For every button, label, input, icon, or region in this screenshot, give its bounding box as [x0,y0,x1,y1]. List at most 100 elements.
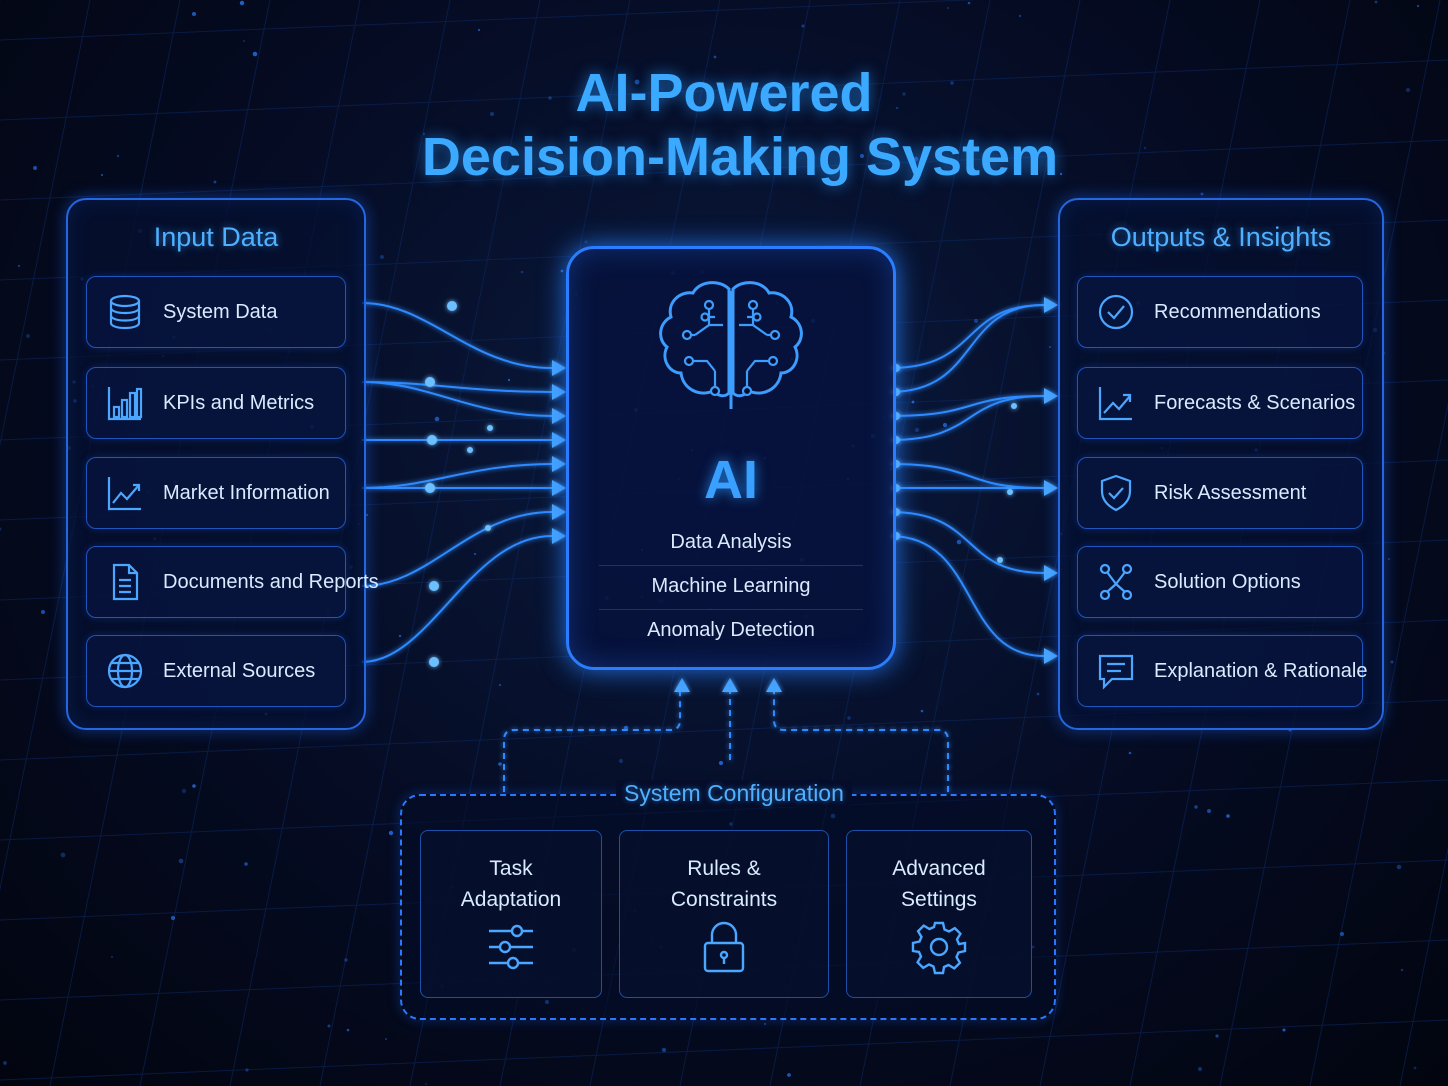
config-card-line1: Task [489,857,533,880]
input-item-label: System Data [163,301,278,323]
grid-dot [1207,809,1211,813]
grid-dot [520,270,524,274]
grid-dot [60,852,66,858]
document-icon [112,563,139,601]
grid-dot [763,1022,767,1026]
config-card-task-adaptation[interactable]: Task Adaptation [420,830,602,998]
output-item-label: Recommendations [1154,301,1321,323]
lock-icon [703,921,745,973]
core-capability-machine-learning: Machine Learning [651,575,811,597]
globe-icon [107,653,143,689]
output-item-label: Risk Assessment [1154,482,1307,504]
grid-line [1309,402,1448,1086]
config-card-rules-constraints[interactable]: Rules & Constraints [619,830,829,998]
grid-dot [913,156,919,162]
shield-check-icon [1100,474,1132,512]
grid-dot [1036,692,1040,696]
grid-dot [17,264,21,268]
output-item-explanation[interactable]: Explanation & Rationale [1077,635,1367,707]
grid-dot [947,7,949,9]
grid-dot [847,716,851,720]
config-card-advanced-settings[interactable]: Advanced Settings [846,830,1032,998]
bar-chart-icon [107,387,143,421]
grid-dot [1340,932,1344,936]
grid-dot [1282,1028,1286,1032]
input-item-label: External Sources [163,660,316,682]
grid-dot [1226,814,1230,818]
output-item-recommendations[interactable]: Recommendations [1077,276,1363,348]
grid-dot [584,240,588,244]
grid-dot [473,552,477,556]
ai-core-box[interactable]: AI Data Analysis Machine Learning Anomal… [566,246,896,670]
brain-circuit-icon [659,281,803,409]
grid-dot [1388,558,1390,560]
grid-dot [181,788,187,794]
grid-dot [245,1068,249,1072]
grid-line [0,139,1448,201]
grid-line [0,59,1448,121]
grid-dot [952,165,956,169]
grid-dot [801,24,805,28]
grid-dot [973,318,979,324]
page-title-line1: AI-Powered [575,63,873,123]
grid-dot [3,1061,7,1065]
grid-dot [1143,146,1147,150]
core-capability-anomaly-detection: Anomaly Detection [647,619,815,641]
grid-dot [895,106,899,110]
input-item-kpis[interactable]: KPIs and Metrics [86,367,346,439]
grid-dot [618,758,624,764]
grid-dot [956,539,962,545]
output-item-risk-assessment[interactable]: Risk Assessment [1077,457,1363,529]
sliders-icon [489,924,533,970]
gear-icon [911,921,967,975]
grid-dot [26,334,30,338]
grid-dot [242,39,246,43]
grid-dot [425,1083,427,1085]
config-card-label: Task Adaptation [421,853,601,915]
output-item-forecasts[interactable]: Forecasts & Scenarios [1077,367,1363,439]
grid-dot [116,154,120,158]
input-item-label: KPIs and Metrics [163,392,315,414]
config-card-line2: Adaptation [460,888,562,911]
grid-dot [914,427,920,433]
input-item-label: Documents and Reports [163,571,379,593]
grid-dot [422,132,426,136]
grid-dot [100,173,104,177]
grid-dot [942,422,948,428]
grid-dot [1215,1034,1219,1038]
grid-dot [239,0,245,6]
input-item-market-information[interactable]: Market Information [86,457,346,529]
config-card-line2: Settings [901,888,977,911]
grid-dot [178,858,184,864]
grid-dot [718,760,724,766]
grid-dot [33,166,37,170]
grid-dot [1374,0,1378,4]
grid-line [0,0,91,447]
output-item-solution-options[interactable]: Solution Options [1077,546,1363,618]
grid-dot [668,168,672,172]
input-item-external-sources[interactable]: External Sources [86,635,346,707]
grid-dot [920,709,924,713]
system-configuration-heading: System Configuration [616,780,852,807]
grid-dot [398,634,402,638]
grid-dot [344,958,348,962]
grid-dot [507,378,511,382]
input-item-documents[interactable]: Documents and Reports [86,546,379,618]
grid-dot [713,55,717,59]
grid-dot [388,830,394,836]
input-item-system-data[interactable]: System Data [86,276,346,348]
grid-dot [1416,4,1420,8]
core-divider [599,565,863,566]
grid-dot [213,180,217,184]
grid-dot [244,862,248,866]
speech-bubble-icon [1098,654,1134,690]
grid-dot [498,762,502,766]
config-card-line1: Advanced [892,857,986,880]
grid-dot [477,28,481,32]
grid-dot [623,725,629,731]
grid-dot [110,955,114,959]
outputs-insights-heading: Outputs & Insights [1110,222,1332,252]
grid-dot [548,96,552,100]
grid-dot [170,915,176,921]
grid-dot [1128,751,1132,755]
